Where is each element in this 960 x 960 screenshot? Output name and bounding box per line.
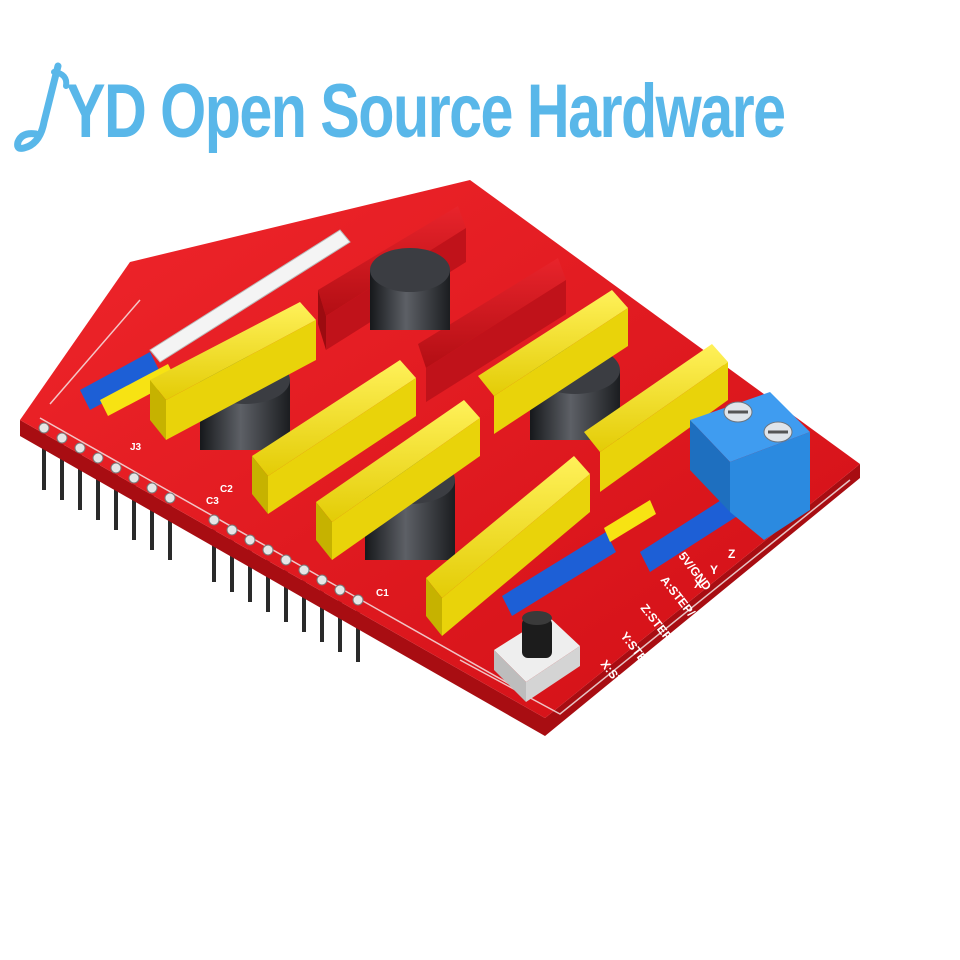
yellow-header-2 [252,360,416,514]
screw-terminal [690,392,810,540]
label-axis-z: Z [728,547,735,561]
label-j3: J3 [130,442,142,453]
label-c1: C1 [376,588,389,599]
yellow-header-4 [316,400,480,560]
front-header-holes [38,422,364,606]
label-c3: C3 [206,496,219,507]
yellow-header-3 [478,290,628,434]
music-note-logo-icon [14,62,70,152]
pcb-edge [20,420,860,736]
back-header-strip [128,162,351,363]
label-c2: C2 [220,484,233,495]
watermark-text: YD Open Source Hardware [66,69,786,154]
blue-jumper-block-front [502,498,616,616]
yellow-header-5 [584,344,728,492]
capacitor-c1 [370,248,450,330]
yellow-header-6 [426,456,590,636]
label-axis-y: Y [710,563,718,577]
reset-button [494,611,580,702]
yellow-header-1 [150,302,316,440]
red-driver-header-right [418,258,566,402]
label-axis-x: X [694,577,702,591]
watermark: YD Open Source Hardware [14,52,960,172]
